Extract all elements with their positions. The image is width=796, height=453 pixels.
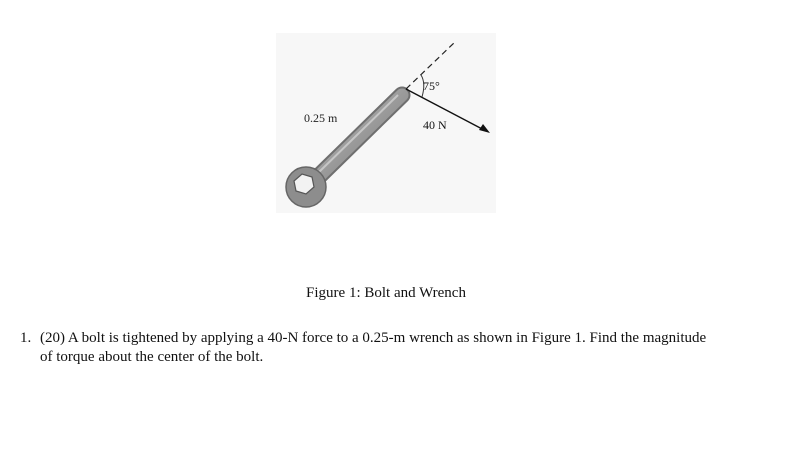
figure-caption: Figure 1: Bolt and Wrench (306, 285, 466, 301)
problem-number: 1. (20, 330, 32, 346)
dashed-extension-line (405, 40, 457, 90)
length-label: 0.25 m (304, 111, 338, 125)
problem-statement: 1. (20) A bolt is tightened by applying a… (20, 329, 780, 367)
force-label: 40 N (423, 118, 447, 132)
bolt-hexagon (293, 173, 315, 195)
problem-text-1: (20) A bolt is tightened by applying a 4… (40, 330, 707, 346)
problem-line-2: of torque about the center of the bolt. (40, 349, 264, 365)
wrench-shape (285, 86, 411, 208)
problem-line-1: 1. (20) A bolt is tightened by applying a… (20, 329, 780, 348)
angle-arc (420, 74, 425, 98)
angle-label: 75° (423, 79, 440, 93)
wrench-diagram: 0.25 m 75° 40 N (285, 40, 490, 208)
force-arrow (405, 88, 487, 132)
force-arrowhead (479, 124, 490, 133)
bolt-wrench-figure: 0.25 m 75° 40 N (276, 33, 496, 213)
